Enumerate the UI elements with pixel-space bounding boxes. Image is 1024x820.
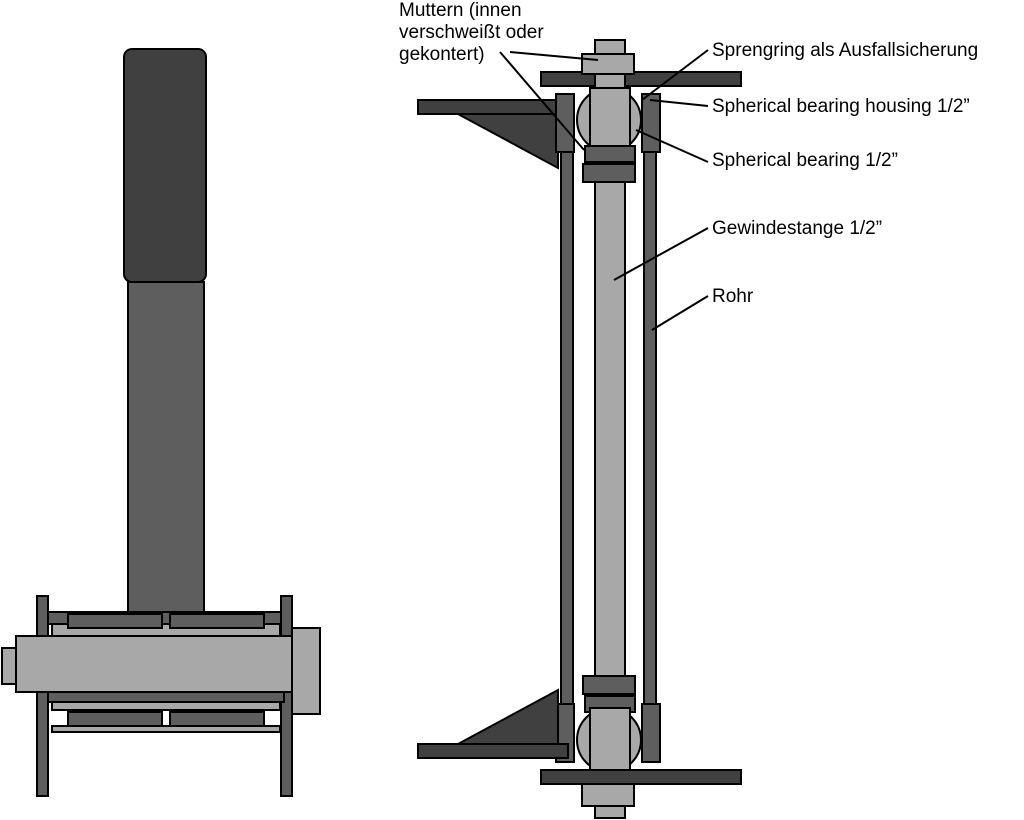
label-threaded-rod: Gewindestange 1/2” [712,218,883,239]
label-muttern: Muttern (innen verschweißt oder gekonter… [399,0,544,66]
label-spherical-bearing: Spherical bearing 1/2” [712,150,898,171]
top-housing-left [555,93,575,153]
label-muttern-line-3: gekontert) [399,44,485,65]
leader-muttern-2 [509,51,599,61]
leader-muttern-1 [499,51,585,151]
top-nut [581,53,635,75]
label-tube: Rohr [712,286,754,307]
label-sprengring: Sprengring als Ausfallsicherung [712,40,979,61]
label-muttern-line-2: verschweißt oder [399,22,544,43]
bottom-bracket-gusset [457,688,559,745]
left-flange [36,595,49,797]
bottom-washer-plate [540,769,742,785]
section-view-assembly [417,39,742,819]
bottom-bracket-arm [417,743,569,759]
axle-cap-right [291,627,321,715]
lower-housing-bottom [51,725,281,733]
lower-inner-block-right [169,711,265,727]
top-washer-plate [540,71,742,87]
tube-wall-left [560,149,574,711]
leader-bearing [635,129,709,163]
handle-shaft [127,281,205,613]
handle-grip [123,48,207,283]
side-view-assembly [1,48,321,797]
lower-nut-1 [582,675,636,695]
leader-lines [499,49,709,331]
axle-end-left [1,647,17,685]
top-bearing-inner [589,87,631,153]
lower-inner-block-left [67,711,163,727]
top-bracket-gusset [457,113,559,170]
upper-inner-block-right [169,613,265,629]
upper-nut-2 [582,163,636,183]
bottom-bearing-inner [589,707,631,773]
tube-wall-right [643,149,657,711]
leader-rohr [651,295,709,331]
leader-housing [649,99,709,107]
top-housing-right [641,93,661,153]
label-muttern-line-1: Muttern (innen [399,0,522,21]
lower-plate [47,691,285,703]
leader-gewinde [613,227,709,281]
top-bracket-arm [417,99,569,115]
leader-sprengring [641,49,709,101]
upper-nut-1 [584,145,636,163]
upper-inner-block-left [67,613,163,629]
bottom-housing-right [641,703,661,763]
label-bearing-housing: Spherical bearing housing 1/2” [712,96,970,117]
bottom-nut [581,783,635,807]
axle-tube [15,635,305,693]
